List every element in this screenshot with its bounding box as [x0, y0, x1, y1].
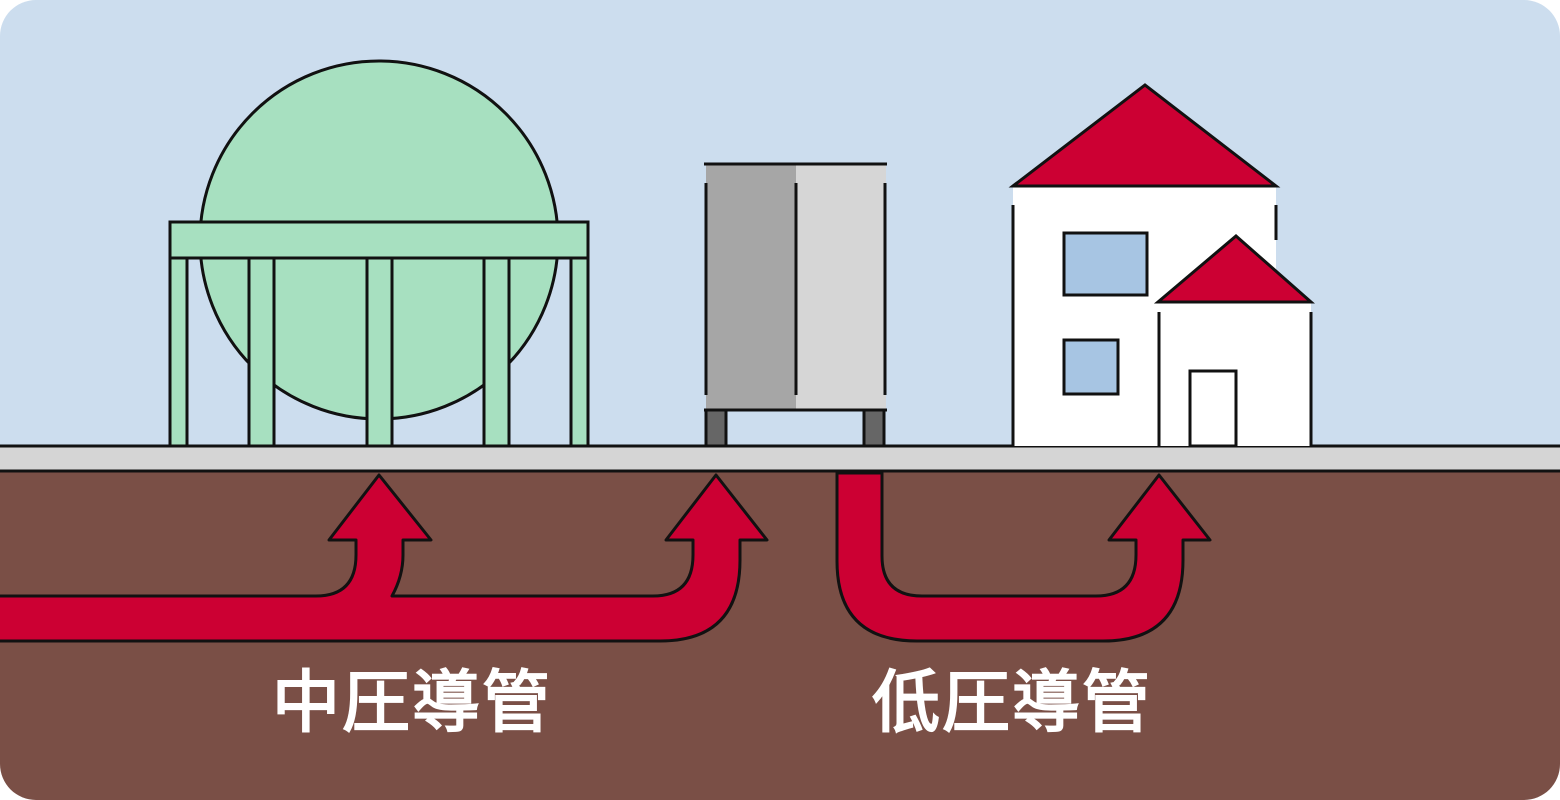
house-annex-roof	[1153, 234, 1315, 304]
house-door	[1188, 369, 1238, 448]
governor-station	[704, 162, 887, 448]
house-window	[1062, 338, 1120, 396]
low-pressure-pipe-label: 低圧導管	[872, 664, 1153, 743]
gas-holder-leg	[569, 256, 590, 448]
house-main-roof	[1008, 83, 1281, 188]
low-pressure-pipe	[835, 471, 1212, 643]
gas-holder-leg	[247, 256, 276, 448]
ground-surface	[0, 444, 1560, 473]
gas-holder-tank	[168, 59, 590, 448]
medium-pressure-pipe-label: 中圧導管	[272, 664, 553, 743]
gas-holder-ring-beam	[168, 220, 590, 260]
house-window	[1062, 231, 1149, 297]
governor-panel-light	[796, 164, 886, 410]
governor-panel-dark	[706, 164, 796, 410]
gas-holder-leg	[365, 256, 394, 448]
governor-foot	[704, 408, 728, 448]
governor-foot	[862, 408, 886, 448]
gas-holder-leg	[482, 256, 511, 448]
gas-holder-leg	[168, 256, 189, 448]
medium-pressure-pipe	[0, 473, 769, 643]
house	[1008, 83, 1315, 448]
